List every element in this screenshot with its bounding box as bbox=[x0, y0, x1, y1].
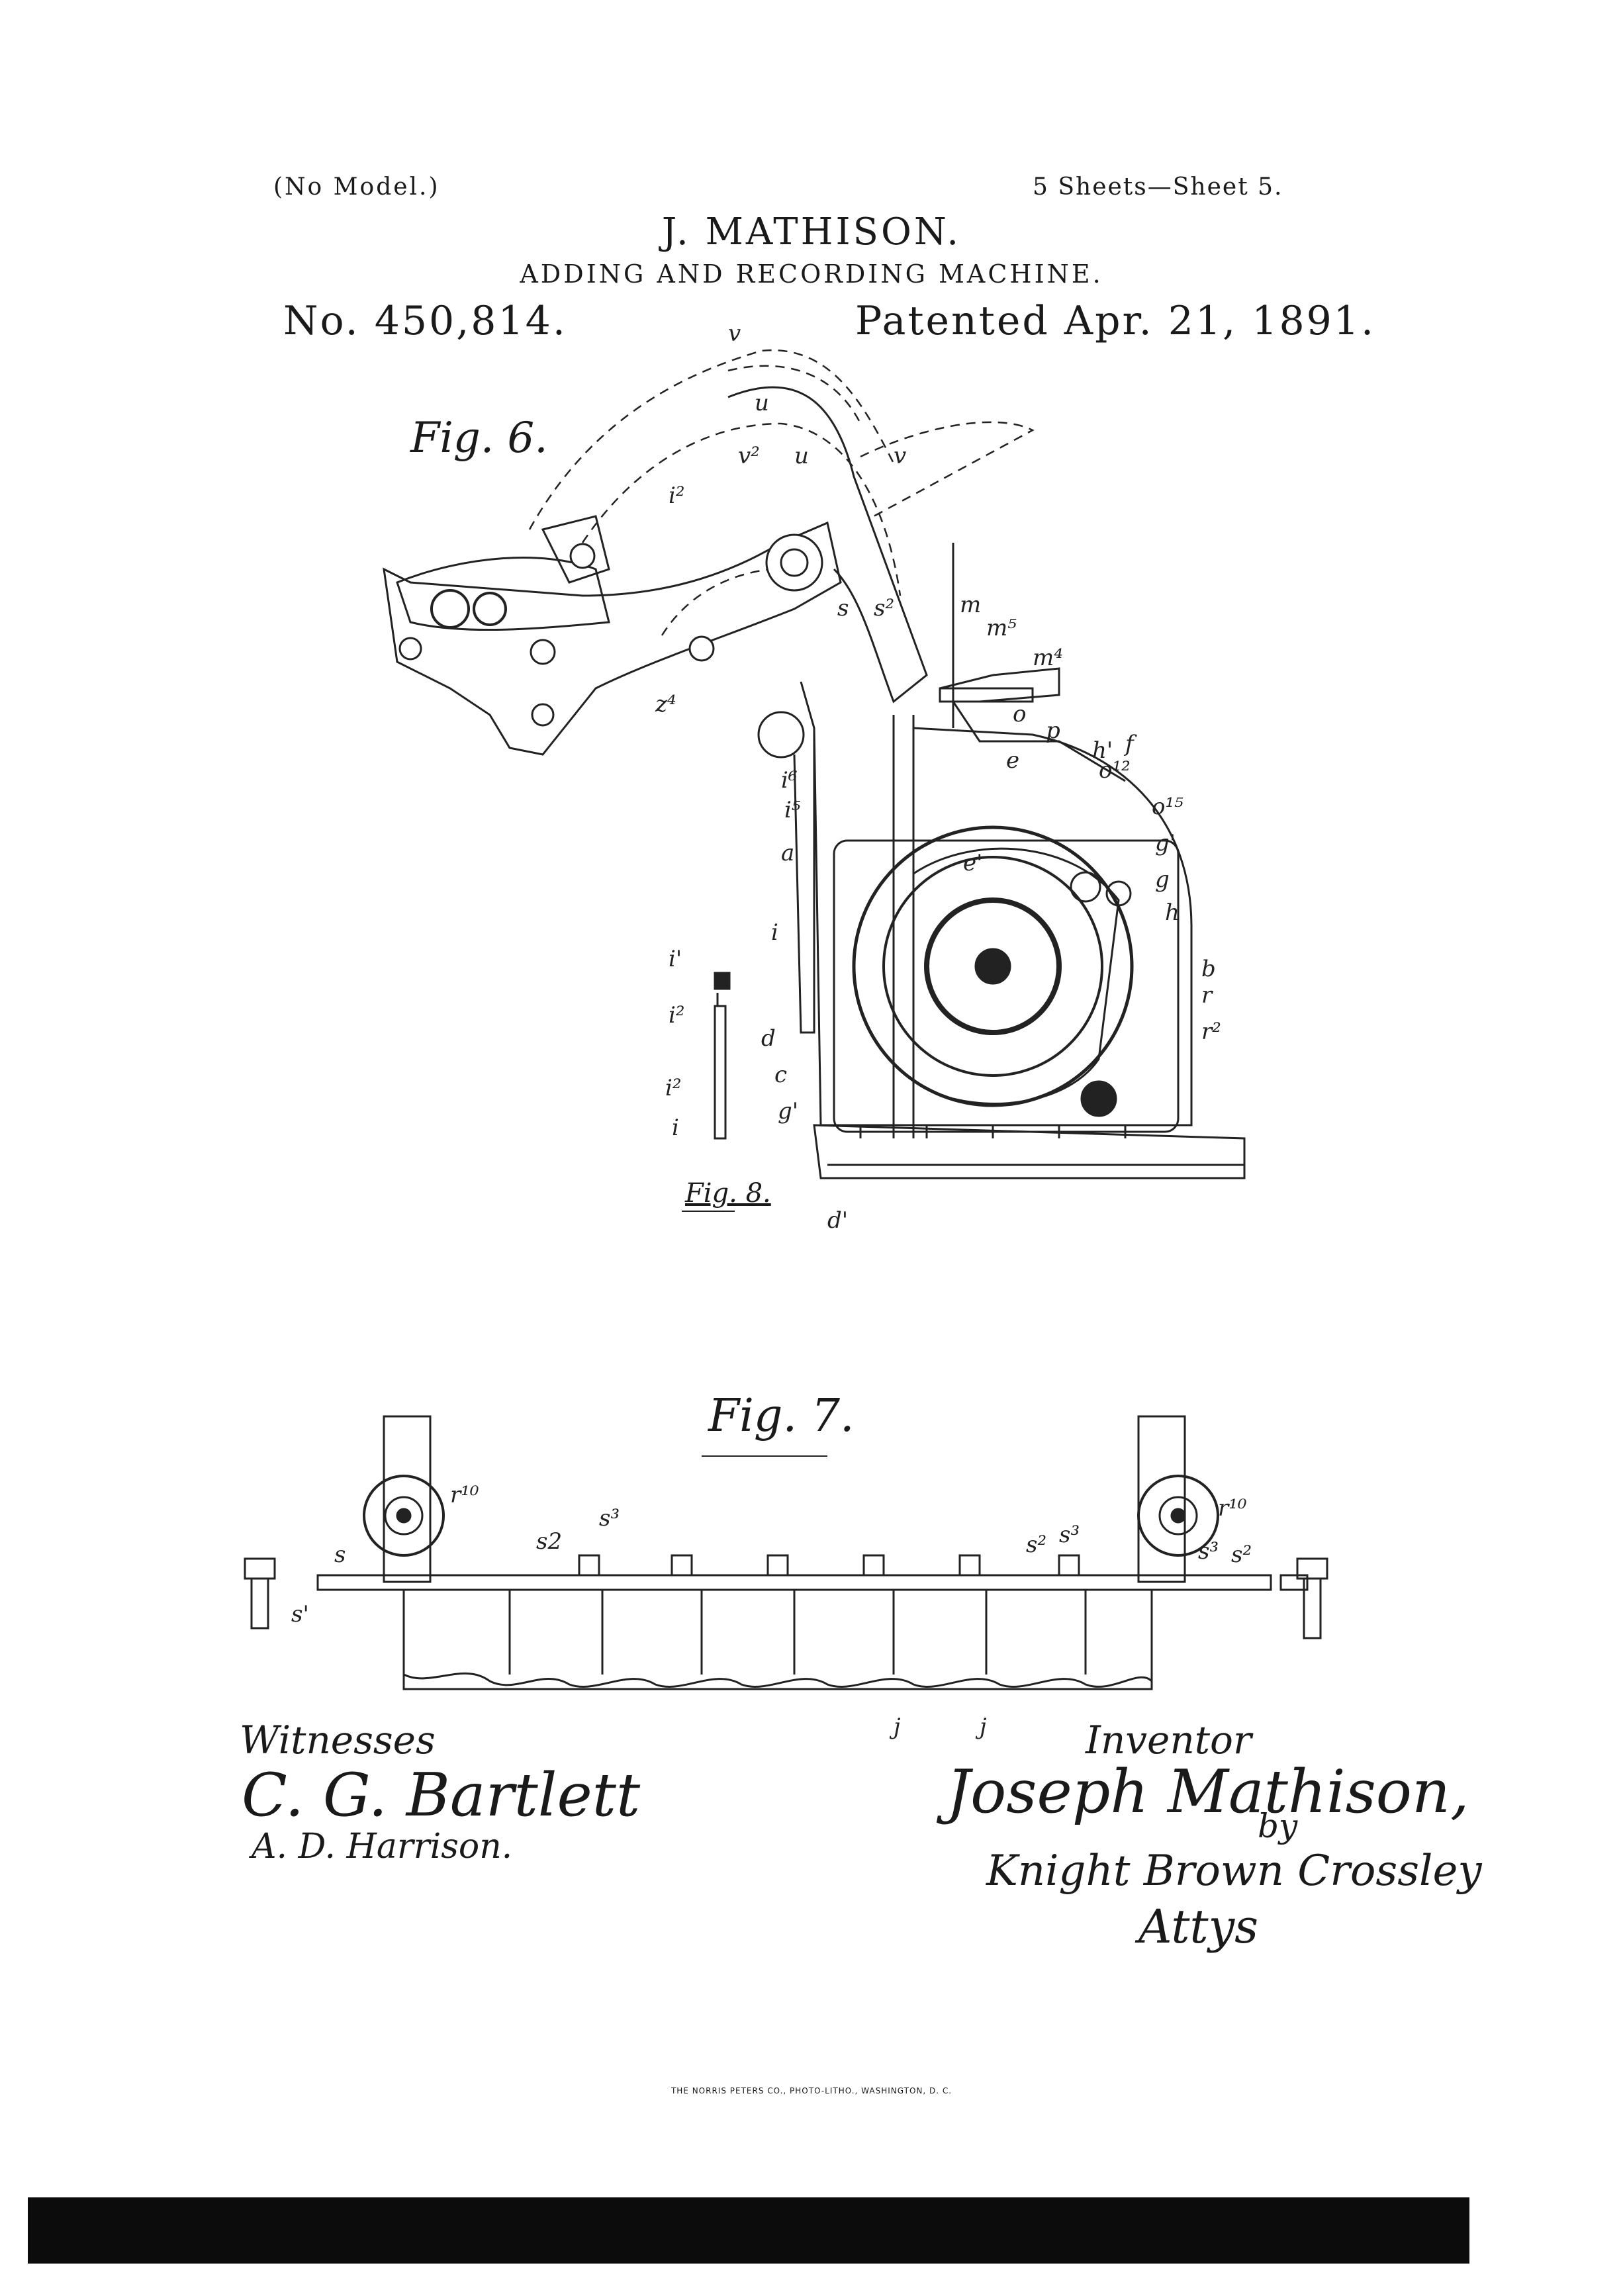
fig6-label: p bbox=[1046, 717, 1060, 744]
fig6-label: a bbox=[781, 840, 794, 866]
scan-border bbox=[28, 2197, 1469, 2264]
fig6-label: v bbox=[894, 443, 906, 469]
fig7-label: j bbox=[889, 1714, 901, 1740]
fig7-label: s2 bbox=[536, 1528, 562, 1555]
fig6-label: m bbox=[960, 592, 981, 618]
witness-signature-2: A. D. Harrison. bbox=[252, 1827, 513, 1866]
fig6-label: v² bbox=[738, 443, 760, 469]
patent-date: Patented Apr. 21, 1891. bbox=[855, 298, 1376, 344]
fig6-label: h' bbox=[1092, 737, 1113, 764]
fig6-label: o bbox=[1013, 701, 1026, 727]
inventor-label: Inventor bbox=[1086, 1718, 1252, 1763]
printer-imprint: THE NORRIS PETERS CO., PHOTO-LITHO., WAS… bbox=[671, 2086, 952, 2095]
fig8-caption: Fig. 8. bbox=[685, 1178, 771, 1209]
fig6-label: i⁵ bbox=[784, 797, 801, 823]
witnesses-label: Witnesses bbox=[240, 1718, 436, 1763]
fig6-label: m⁵ bbox=[986, 615, 1017, 641]
attorney-signature: Knight Brown Crossley bbox=[986, 1847, 1482, 1896]
fig6-pivots bbox=[398, 533, 823, 758]
fig6-label: e bbox=[1006, 747, 1019, 774]
fig6-label: r² bbox=[1201, 1019, 1221, 1045]
fig8-label: i² bbox=[665, 1075, 682, 1101]
fig6-label: s bbox=[837, 595, 849, 621]
fig7-label: s³ bbox=[599, 1505, 620, 1532]
fig6-label: o¹⁵ bbox=[1152, 794, 1183, 820]
fig6-reference-labels: v u u v i² v² s s² m m⁵ m⁴ z⁴ o p h' f e… bbox=[655, 320, 1221, 1234]
patent-number: No. 450,814. bbox=[283, 298, 567, 344]
fig6-phantom-lines bbox=[528, 349, 1035, 636]
inventor-name: J. MATHISON. bbox=[661, 210, 962, 253]
fig6-label: i² bbox=[669, 482, 685, 509]
fig7-assembly bbox=[244, 1415, 1328, 1690]
fig6-lever-arm bbox=[383, 386, 928, 756]
attorney-by: by bbox=[1258, 1807, 1298, 1845]
fig6-label: i bbox=[771, 919, 778, 946]
fig6-label: d bbox=[761, 1025, 776, 1052]
fig6-label: h bbox=[1165, 899, 1180, 926]
fig7-label: s² bbox=[1026, 1532, 1046, 1558]
sheet-number: 5 Sheets—Sheet 5. bbox=[1033, 173, 1283, 201]
fig6-label: z⁴ bbox=[655, 691, 676, 717]
fig6-label: g' bbox=[778, 1098, 798, 1125]
fig6-label: u bbox=[755, 390, 769, 416]
fig6-label: u bbox=[794, 443, 809, 469]
fig6-caption: Fig. 6. bbox=[410, 414, 548, 463]
fig7-caption: Fig. 7. bbox=[708, 1390, 855, 1442]
witness-signature-1: C. G. Bartlett bbox=[242, 1761, 641, 1830]
fig6-label: r bbox=[1201, 982, 1213, 1009]
fig6-label: i⁶ bbox=[781, 767, 798, 794]
fig6-label: d' bbox=[827, 1207, 848, 1234]
fig7-label: s' bbox=[291, 1601, 309, 1628]
fig8-label: i' bbox=[669, 946, 682, 972]
fig6-label: g bbox=[1155, 866, 1170, 893]
fig6-label: f bbox=[1123, 731, 1137, 757]
fig8-label: i² bbox=[669, 1002, 685, 1029]
fig7-label: r¹⁰ bbox=[1218, 1495, 1247, 1522]
fig7-label: s bbox=[334, 1541, 346, 1568]
fig6-label: e' bbox=[963, 850, 982, 876]
fig8-label: i bbox=[672, 1115, 679, 1141]
attys-label: Attys bbox=[1138, 1900, 1259, 1954]
fig6-label: g' bbox=[1155, 830, 1176, 856]
no-model-label: (No Model.) bbox=[273, 173, 440, 201]
fig6-label: b bbox=[1201, 956, 1216, 982]
fig6-label: s² bbox=[874, 595, 894, 621]
inventor-signature: Joseph Mathison, bbox=[947, 1757, 1469, 1827]
fig6-housing bbox=[793, 543, 1246, 1179]
fig7-label: s³ bbox=[1059, 1522, 1080, 1548]
fig7-label: j bbox=[975, 1714, 987, 1740]
fig7-label: r¹⁰ bbox=[450, 1482, 479, 1508]
fig6-label: c bbox=[774, 1062, 787, 1088]
fig7-reference-labels: s s' r¹⁰ s2 s³ s² s³ r¹⁰ s³ s² j j bbox=[291, 1482, 1252, 1740]
fig7-label: s³ bbox=[1198, 1538, 1219, 1565]
fig8-part bbox=[714, 972, 731, 1140]
fig6-label: v bbox=[728, 320, 741, 347]
fig7-label: s² bbox=[1231, 1541, 1252, 1568]
fig6-label: m⁴ bbox=[1033, 645, 1063, 671]
fig8-reference-labels: i' i² i² i bbox=[665, 946, 685, 1141]
fig6-label: o¹² bbox=[1099, 757, 1131, 784]
patent-title: ADDING AND RECORDING MACHINE. bbox=[520, 259, 1103, 289]
